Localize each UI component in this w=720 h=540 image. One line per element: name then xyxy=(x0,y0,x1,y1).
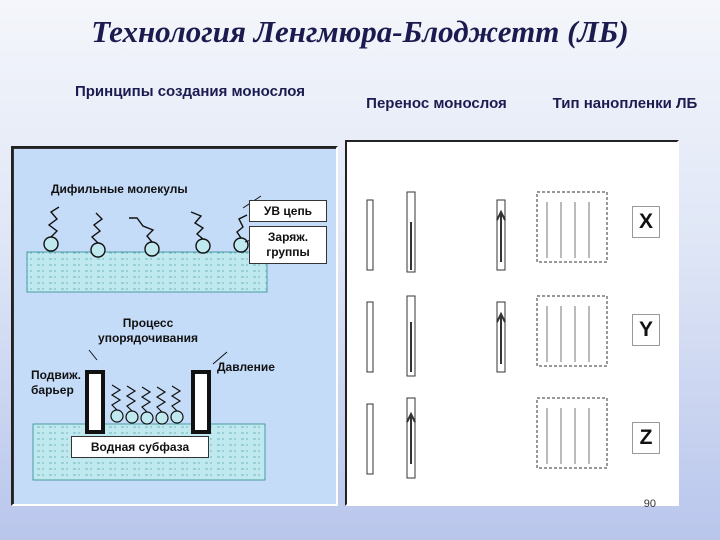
header-principles: Принципы создания монослоя xyxy=(74,83,305,100)
fixed-barrier xyxy=(191,370,211,434)
monolayer-stacks xyxy=(546,202,590,464)
label-pressure: Давление xyxy=(217,360,275,374)
label-moving-barrier: Подвиж. барьер xyxy=(31,368,82,397)
label-water-subphase: Водная субфаза xyxy=(71,436,209,458)
transfer-diagram xyxy=(366,191,608,479)
page-number: 90 xyxy=(643,498,656,510)
film-type-z: Z xyxy=(632,422,660,454)
label-ordering-process: Процесс упорядочивания xyxy=(98,316,198,345)
compressed-molecules xyxy=(110,384,184,425)
slide-title: Технология Ленгмюра-Блоджетт (ЛБ) xyxy=(91,14,629,49)
amphiphilic-molecules xyxy=(43,195,264,258)
label-hydrocarbon-chain: УВ цепь xyxy=(249,200,327,222)
deposition-illustrations xyxy=(366,191,608,479)
film-type-x: X xyxy=(632,206,660,238)
film-type-y: Y xyxy=(632,314,660,346)
transfer-panel: X Y Z xyxy=(345,140,679,506)
label-amphiphilic: Дифильные молекулы xyxy=(51,182,188,196)
header-transfer: Перенос монослоя xyxy=(366,95,507,112)
water-surface-top xyxy=(26,251,268,293)
monolayer-principles-panel: Дифильные молекулы УВ цепь Заряж. группы… xyxy=(11,146,338,506)
moving-barrier xyxy=(85,370,105,434)
label-charged-groups: Заряж. группы xyxy=(249,226,327,264)
header-film-type: Тип нанопленки ЛБ xyxy=(552,95,698,112)
